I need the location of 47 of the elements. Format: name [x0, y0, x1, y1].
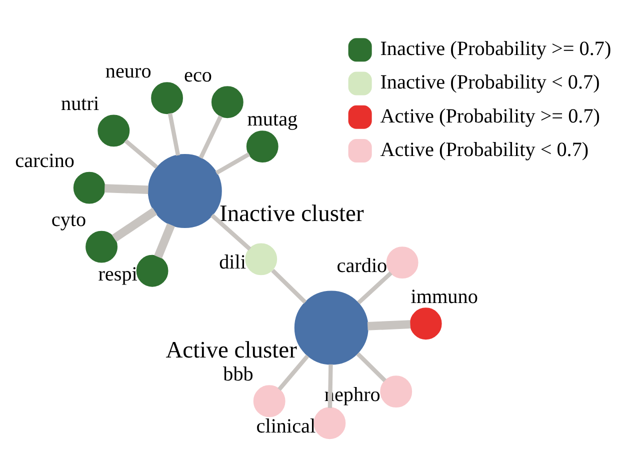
connector: [278, 354, 310, 391]
connector: [168, 113, 180, 156]
node-label: cyto: [51, 208, 86, 231]
connector: [210, 214, 252, 251]
node-label: respi: [98, 263, 138, 286]
node-label: immuno: [410, 286, 478, 308]
node-circle: [380, 376, 412, 408]
connector: [104, 184, 148, 194]
connector: [215, 152, 250, 175]
node-circle: [151, 82, 183, 114]
legend-label: Active (Probability >= 0.7): [380, 105, 600, 128]
node-circle: [410, 308, 442, 340]
connector: [124, 139, 158, 169]
node-circle: [253, 385, 286, 418]
node-label: nephro: [324, 384, 380, 406]
node-circle: [136, 254, 168, 287]
node-label: carcino: [15, 150, 74, 172]
node-circle: [314, 407, 346, 440]
connector: [357, 271, 392, 304]
node-circle: [245, 243, 278, 276]
connector: [367, 320, 410, 330]
connector: [154, 223, 175, 258]
node-label: cardio: [336, 254, 388, 277]
node-label: nutri: [61, 92, 100, 115]
connector: [271, 268, 307, 304]
node-circle: [73, 172, 106, 204]
node-label: clinical: [256, 416, 316, 438]
connector: [356, 352, 386, 382]
legend-label: Active (Probability < 0.7): [380, 138, 589, 161]
node-circle: [211, 86, 244, 118]
connector: [328, 364, 333, 408]
node-circle: [386, 246, 418, 279]
node-label: neuro: [105, 60, 152, 82]
node-label: dili: [219, 252, 246, 274]
legend-label: Inactive (Probability < 0.7): [380, 72, 600, 94]
connector: [112, 208, 158, 242]
node-circle: [86, 230, 118, 263]
node-label: Inactive cluster: [220, 200, 364, 227]
legend-label: Inactive (Probability >= 0.7): [380, 38, 612, 60]
node-circle: [98, 114, 130, 147]
connector: [198, 115, 223, 159]
node-label: Active cluster: [166, 338, 297, 364]
node-label: mutag: [247, 108, 298, 131]
node-circle: [148, 154, 222, 228]
node-label: eco: [184, 64, 212, 86]
node-label: bbb: [223, 363, 254, 386]
node-circle: [246, 130, 278, 162]
